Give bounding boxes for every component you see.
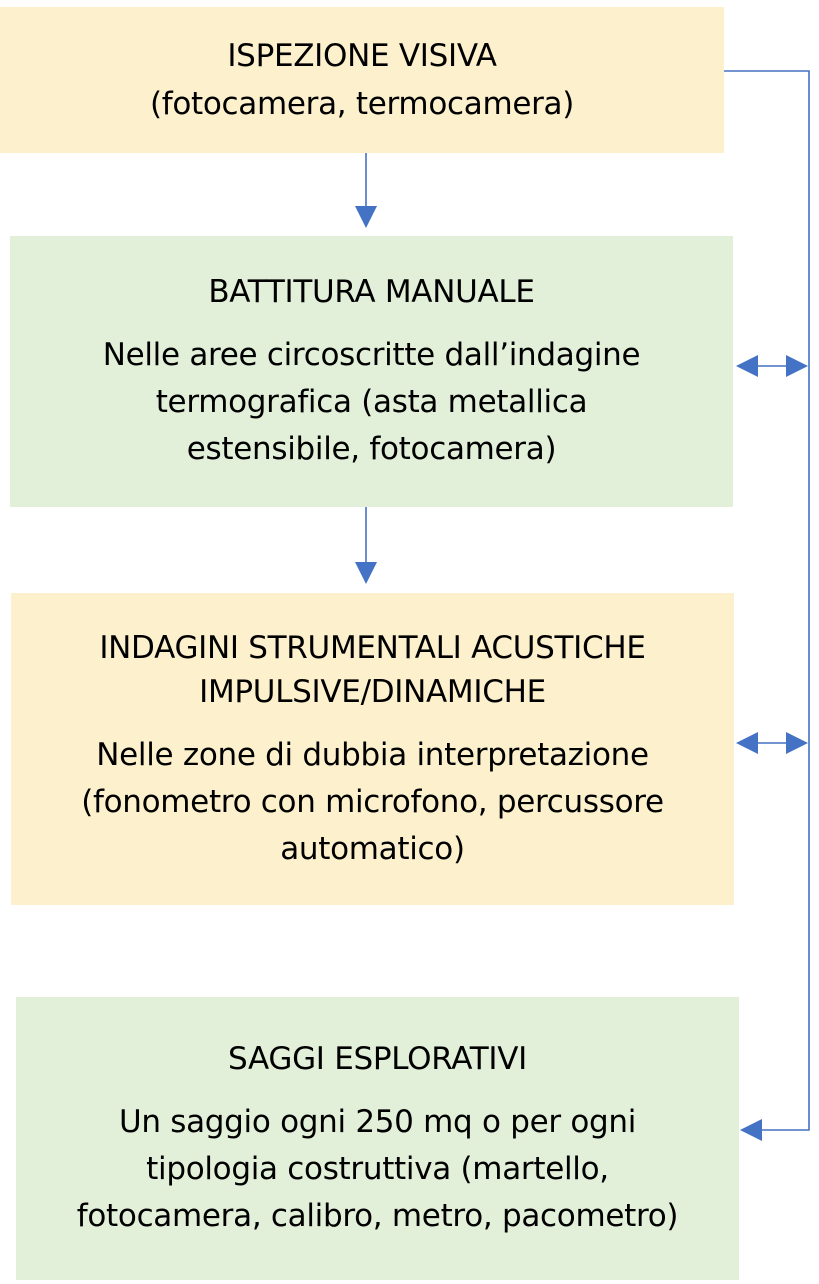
arrowhead-left-icon [736, 732, 758, 754]
step-title: SAGGI ESPLORATIVI [228, 1041, 527, 1077]
step-description: Un saggio ogni 250 mq o per ogni tipolog… [76, 1104, 679, 1234]
step-ispezione-visiva: ISPEZIONE VISIVA (fotocamera, termocamer… [0, 7, 724, 153]
step-subtitle: (fotocamera, termocamera) [149, 86, 575, 122]
arrowhead-left-icon [736, 355, 758, 377]
arrowhead-right-icon [786, 355, 808, 377]
arrowhead-right-icon [786, 732, 808, 754]
step-title: ISPEZIONE VISIVA [227, 38, 497, 74]
step-title: BATTITURA MANUALE [208, 274, 535, 310]
arrowhead-down-icon [355, 562, 377, 584]
step-description: Nelle zone di dubbia interpretazione (fo… [81, 736, 664, 867]
step-battitura-manuale: BATTITURA MANUALE Nelle aree circoscritt… [10, 236, 733, 507]
step-description: Nelle aree circoscritte dall’indagine te… [102, 337, 641, 467]
step-saggi-esplorativi: SAGGI ESPLORATIVI Un saggio ogni 250 mq … [16, 997, 739, 1280]
arrowhead-left-icon [740, 1119, 762, 1141]
arrowhead-down-icon [355, 206, 377, 228]
step-title: INDAGINI STRUMENTALI ACUSTICHE IMPULSIVE… [99, 629, 646, 710]
step-indagini-strumentali: INDAGINI STRUMENTALI ACUSTICHE IMPULSIVE… [11, 593, 734, 905]
right-side-connector-line [724, 70, 810, 1131]
